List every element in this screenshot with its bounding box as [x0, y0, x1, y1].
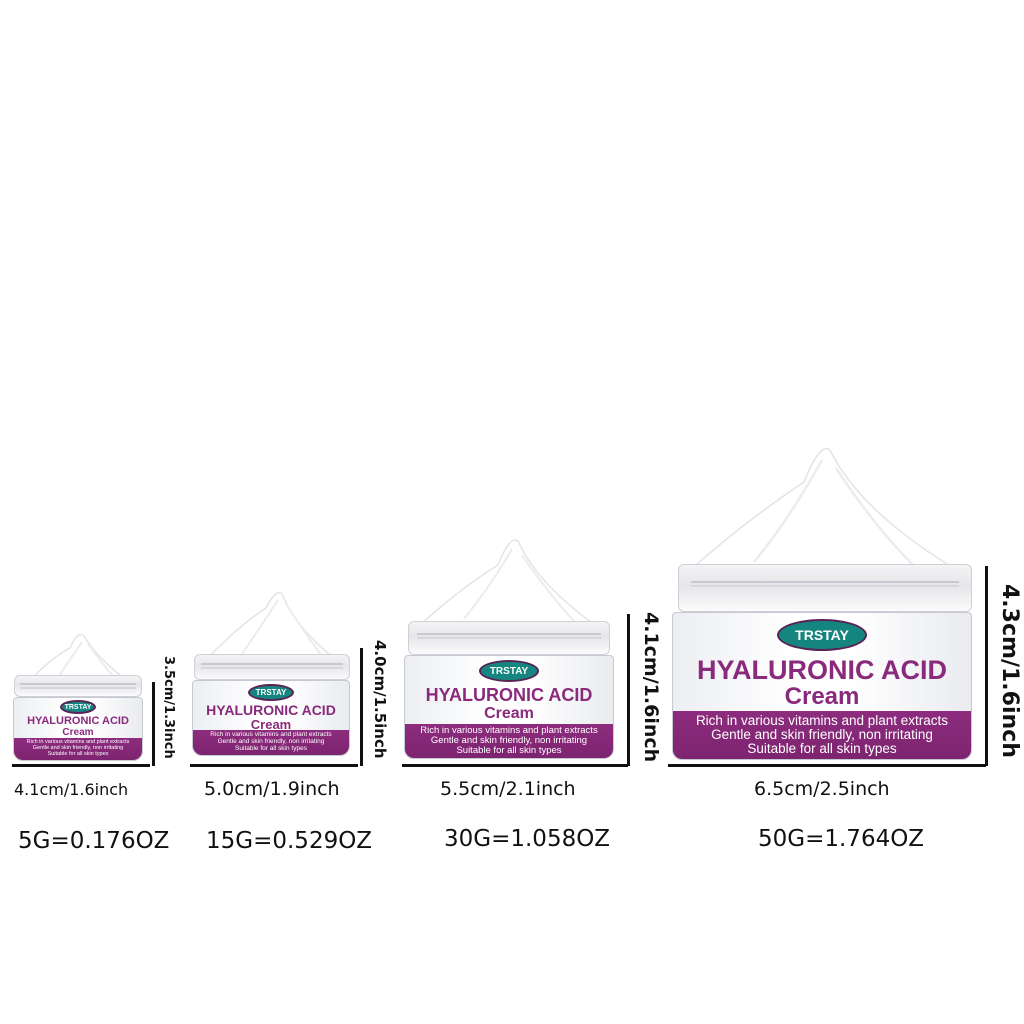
cream-swirl-image: [416, 539, 601, 628]
jar-lid: [14, 675, 142, 697]
jar-label: TRSTAY HYALURONIC ACID Cream Rich in var…: [13, 697, 143, 761]
product-subtitle: Cream: [250, 717, 292, 732]
claim-text: Gentle and skin friendly, non irritating: [32, 745, 124, 752]
height-label: 4.1cm/1.6inch: [640, 612, 662, 763]
claim-text: Gentle and skin friendly, non irritating: [217, 738, 325, 746]
brand-badge: TRSTAY: [777, 619, 867, 651]
height-dimension-line: [360, 648, 363, 766]
width-label: 5.5cm/2.1inch: [440, 778, 576, 800]
jar-15g: TRSTAY HYALURONIC ACID Cream Rich in var…: [186, 588, 356, 768]
jar-lid: [194, 654, 350, 680]
jar-label: TRSTAY HYALURONIC ACID Cream Rich in var…: [404, 655, 614, 759]
claim-text: Rich in various vitamins and plant extra…: [420, 725, 598, 737]
width-dimension-line: [190, 764, 358, 767]
height-label: 4.3cm/1.6inch: [997, 584, 1022, 758]
jar-lid: [408, 621, 610, 655]
cream-swirl-image: [204, 591, 339, 661]
weight-label: 15G=0.529OZ: [206, 828, 373, 854]
width-dimension-line: [402, 764, 628, 767]
brand-badge: TRSTAY: [60, 700, 96, 714]
jar-5g: TRSTAY HYALURONIC ACID Cream Rich in var…: [8, 625, 148, 765]
jar-label: TRSTAY HYALURONIC ACID Cream Rich in var…: [192, 680, 350, 756]
claim-text: Suitable for all skin types: [747, 741, 897, 757]
jar-50g: TRSTAY HYALURONIC ACID Cream Rich in var…: [664, 442, 980, 768]
brand-badge: TRSTAY: [479, 660, 539, 682]
jar-label: TRSTAY HYALURONIC ACID Cream Rich in var…: [672, 612, 972, 760]
weight-label: 50G=1.764OZ: [758, 826, 925, 852]
claim-text: Rich in various vitamins and plant extra…: [210, 731, 332, 739]
weight-label: 30G=1.058OZ: [444, 826, 611, 852]
width-label: 5.0cm/1.9inch: [204, 778, 340, 800]
weight-label: 5G=0.176OZ: [18, 828, 170, 854]
width-label: 6.5cm/2.5inch: [754, 778, 890, 800]
claim-text: Rich in various vitamins and plant extra…: [695, 712, 949, 728]
height-dimension-line: [985, 566, 988, 766]
product-subtitle: Cream: [484, 705, 534, 722]
product-title: HYALURONIC ACID: [206, 702, 336, 718]
product-subtitle: Cream: [62, 727, 94, 738]
width-dimension-line: [668, 764, 986, 767]
height-dimension-line: [152, 682, 155, 766]
claims-band: Rich in various vitamins and plant extra…: [14, 738, 142, 760]
claims-band: Rich in various vitamins and plant extra…: [673, 711, 971, 759]
claim-text: Rich in various vitamins and plant extra…: [26, 739, 130, 746]
height-label: 3.5cm/1.3inch: [161, 656, 176, 759]
claim-text: Suitable for all skin types: [47, 750, 109, 757]
product-title: HYALURONIC ACID: [696, 655, 947, 685]
product-subtitle: Cream: [784, 683, 860, 710]
product-title: HYALURONIC ACID: [425, 685, 593, 705]
claim-text: Gentle and skin friendly, non irritating: [711, 726, 933, 742]
claim-text: Suitable for all skin types: [456, 744, 562, 756]
claim-text: Gentle and skin friendly, non irritating: [430, 735, 588, 747]
cream-swirl-image: [686, 448, 963, 573]
width-label: 4.1cm/1.6inch: [14, 780, 129, 799]
height-dimension-line: [627, 614, 630, 766]
claims-band: Rich in various vitamins and plant extra…: [193, 730, 349, 755]
claims-band: Rich in various vitamins and plant extra…: [405, 724, 613, 758]
jar-30g: TRSTAY HYALURONIC ACID Cream Rich in var…: [398, 535, 620, 767]
claim-text: Suitable for all skin types: [235, 744, 307, 752]
brand-badge: TRSTAY: [248, 684, 294, 701]
height-label: 4.0cm/1.5inch: [371, 640, 389, 759]
width-dimension-line: [12, 764, 150, 767]
product-title: HYALURONIC ACID: [27, 715, 129, 727]
jar-lid: [678, 564, 972, 612]
